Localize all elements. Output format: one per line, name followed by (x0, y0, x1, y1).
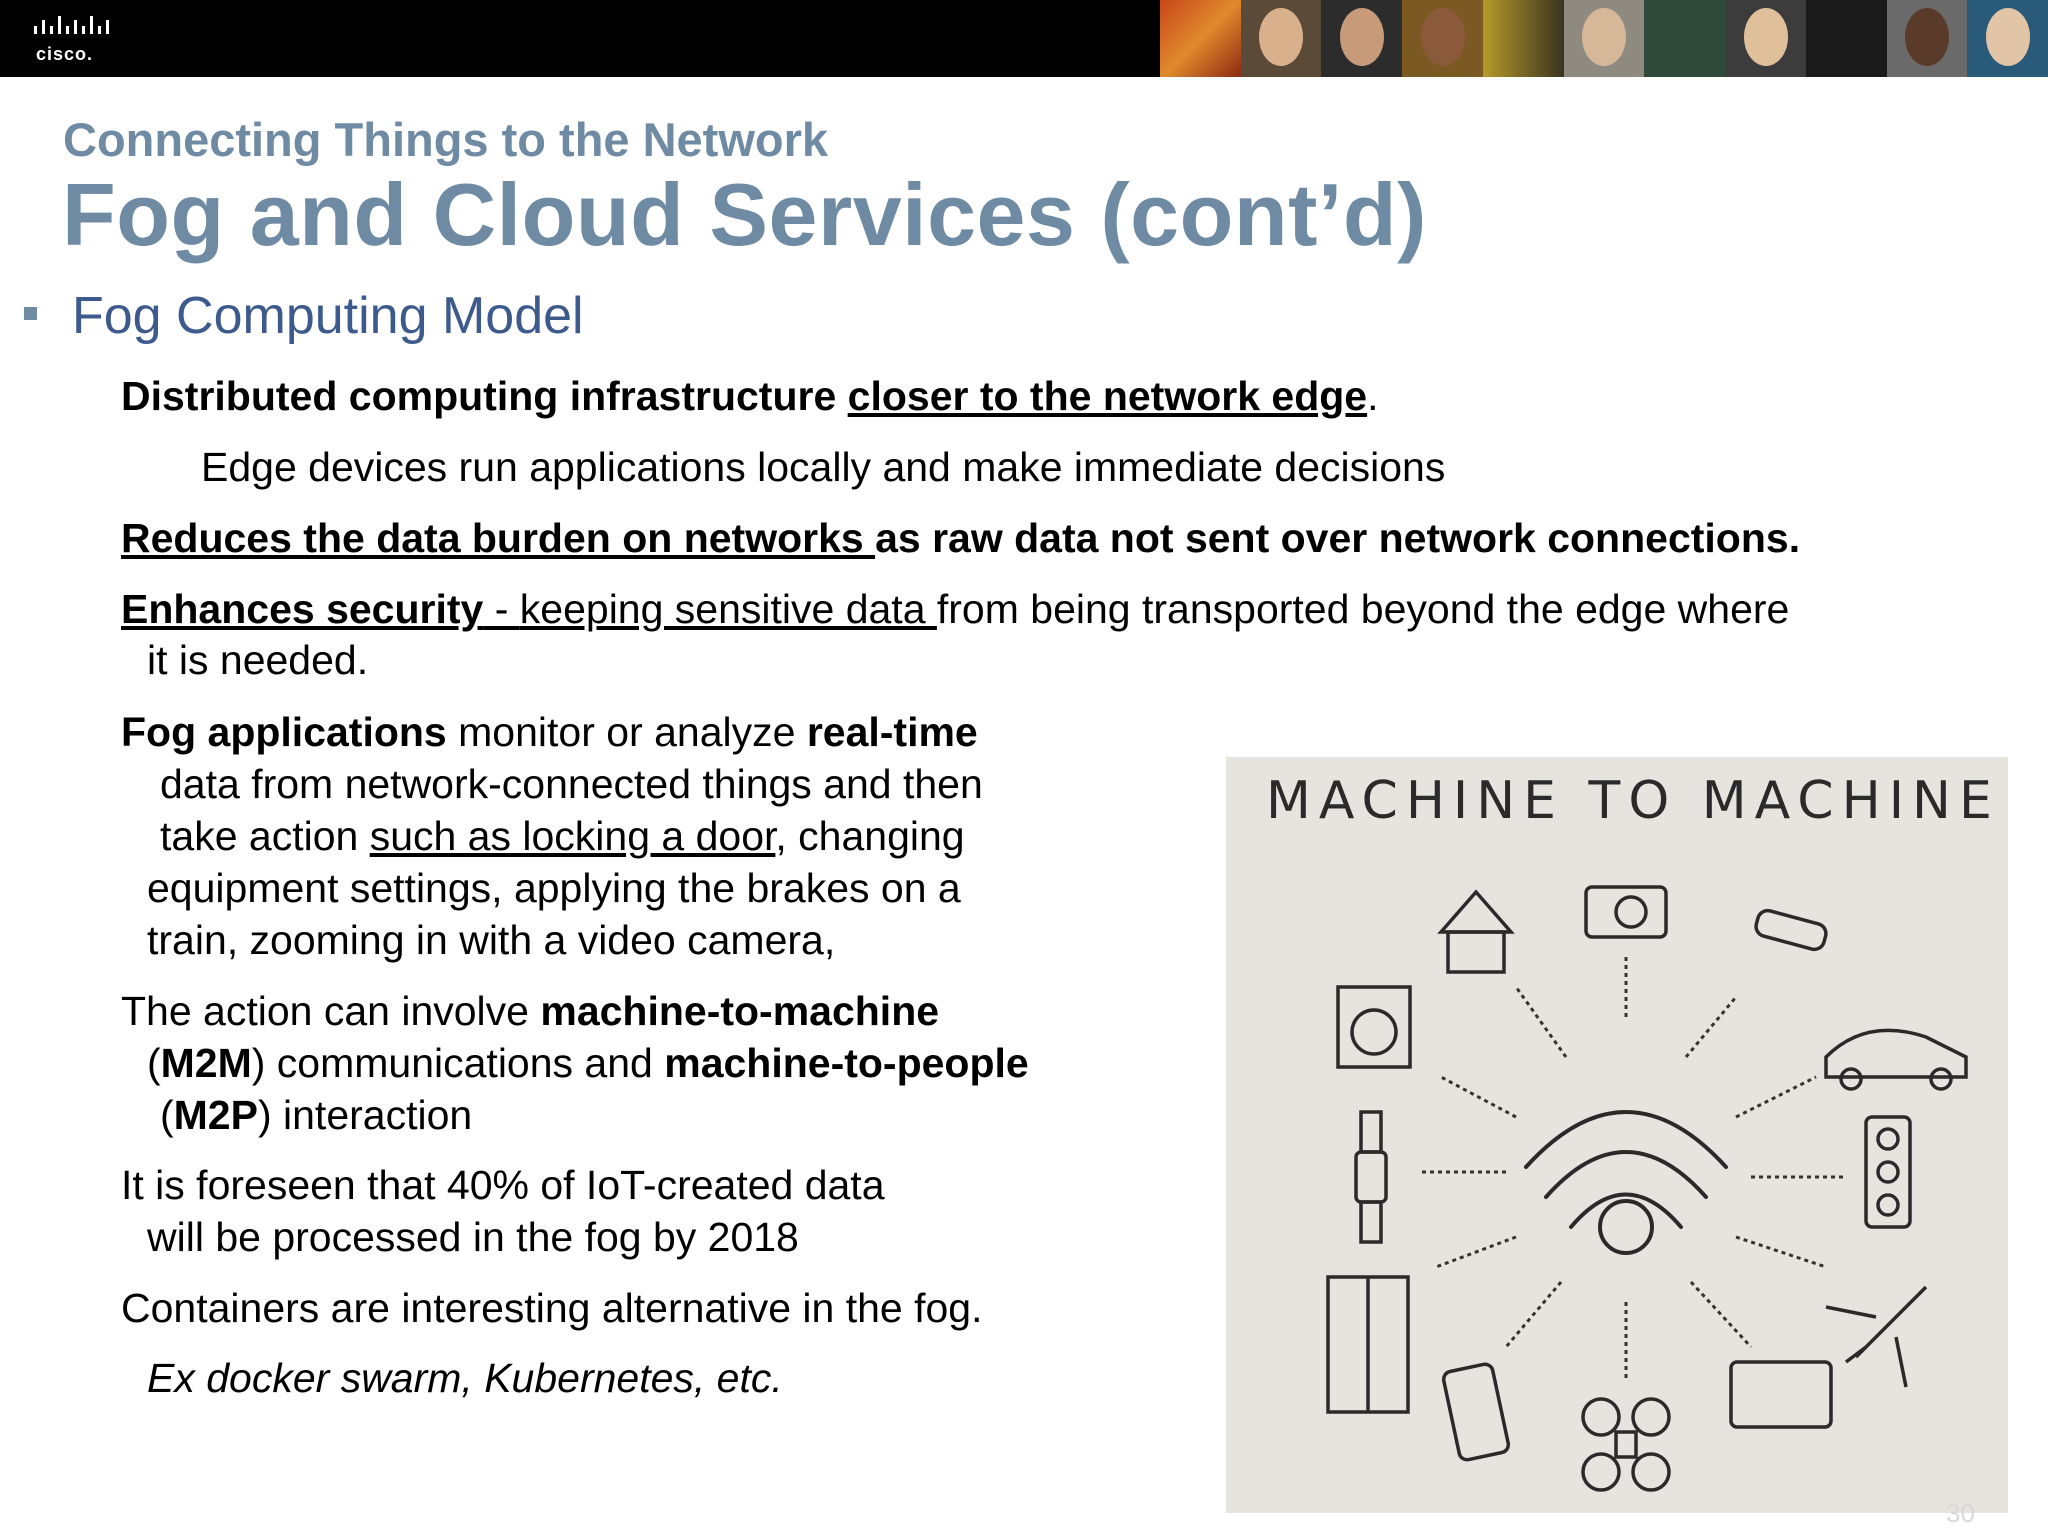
m2m-sketch (1326, 885, 1968, 1492)
photo-tile (1482, 0, 1564, 77)
text-plain: , changing (775, 813, 965, 859)
people-photo-strip (1160, 0, 2048, 77)
paragraph-security-cont: it is needed. (147, 637, 369, 683)
photo-tile (1644, 0, 1726, 77)
photo-tile (1725, 0, 1806, 77)
paragraph-foreseen-l2: will be processed in the fog by 2018 (147, 1214, 799, 1260)
text-plain: ) communications and (251, 1040, 665, 1086)
page-number: 30 (1946, 1498, 1975, 1528)
paragraph-action-l3: (M2P) interaction (160, 1089, 472, 1141)
paragraph-containers: Containers are interesting alternative i… (121, 1285, 983, 1331)
text-plain: from being transported beyond the edge w… (936, 586, 1790, 632)
photo-tile (1886, 0, 1968, 77)
machine-to-machine-illustration: MACHINE TO MACHINE (1226, 757, 2008, 1513)
photo-tile (1321, 0, 1403, 77)
paragraph-action-l1: The action can involve machine-to-machin… (121, 985, 939, 1037)
photo-tile (1402, 0, 1483, 77)
paragraph-foreseen-l1: It is foreseen that 40% of IoT-created d… (121, 1162, 885, 1208)
text-plain: take action (160, 813, 370, 859)
paragraph-fog-apps-l3: take action such as locking a door, chan… (160, 810, 965, 862)
slide-subtitle: Connecting Things to the Network (63, 113, 829, 166)
text-bold-underline: Reduces the data burden on networks (121, 515, 876, 561)
paragraph-fog-apps-l4: equipment settings, applying the brakes … (147, 865, 961, 911)
photo-tile (1160, 0, 1241, 77)
header-banner: cisco. (0, 0, 2048, 77)
slide-title: Fog and Cloud Services (cont’d) (62, 165, 1427, 264)
text-plain: The action can involve (121, 988, 541, 1034)
text-bold-underline: Enhances security (121, 586, 484, 632)
text-plain: monitor or analyze (446, 709, 807, 755)
bullet-heading: Fog Computing Model (72, 287, 584, 345)
paragraph-distributed: Distributed computing infrastructure clo… (121, 370, 1379, 422)
photo-tile (1805, 0, 1887, 77)
paragraph-fog-apps-l1: Fog applications monitor or analyze real… (121, 706, 978, 758)
photo-tile (1967, 0, 2048, 77)
text-bold: real-time (806, 709, 978, 755)
text-bold-underline: closer to the network edge (847, 373, 1368, 419)
photo-tile (1563, 0, 1645, 77)
text-bold: M2M (160, 1040, 252, 1086)
text-underline: keeping sensitive data (519, 586, 937, 632)
paragraph-examples: Ex docker swarm, Kubernetes, etc. (147, 1355, 783, 1401)
paragraph-fog-apps-l2: data from network-connected things and t… (160, 761, 983, 807)
photo-tile (1240, 0, 1322, 77)
paragraph-action-l2: (M2M) communications and machine-to-peop… (147, 1037, 1029, 1089)
text-bold: Distributed computing infrastructure (121, 373, 848, 419)
text-plain: ( (160, 1092, 174, 1138)
text-bold: machine-to-people (664, 1040, 1029, 1086)
text-bold: M2P (173, 1092, 258, 1138)
paragraph-reduces-burden: Reduces the data burden on networks as r… (121, 512, 1800, 564)
paragraph-security: Enhances security - keeping sensitive da… (121, 583, 1789, 635)
image-caption: MACHINE TO MACHINE (1266, 771, 2000, 831)
text-plain: ( (147, 1040, 161, 1086)
text-underline: - (483, 586, 520, 632)
text-plain: ) interaction (257, 1092, 473, 1138)
cisco-logo-icon (34, 16, 109, 34)
text-bold: machine-to-machine (540, 988, 940, 1034)
text-plain: . (1367, 373, 1379, 419)
cisco-wordmark: cisco. (36, 44, 94, 64)
text-bold: Fog applications (121, 709, 447, 755)
text-underline: such as locking a door (369, 813, 776, 859)
bullet-square-icon (24, 307, 37, 320)
paragraph-fog-apps-l5: train, zooming in with a video camera, (147, 917, 836, 963)
paragraph-edge-devices: Edge devices run applications locally an… (201, 444, 1446, 490)
text-bold: as raw data not sent over network connec… (875, 515, 1801, 561)
